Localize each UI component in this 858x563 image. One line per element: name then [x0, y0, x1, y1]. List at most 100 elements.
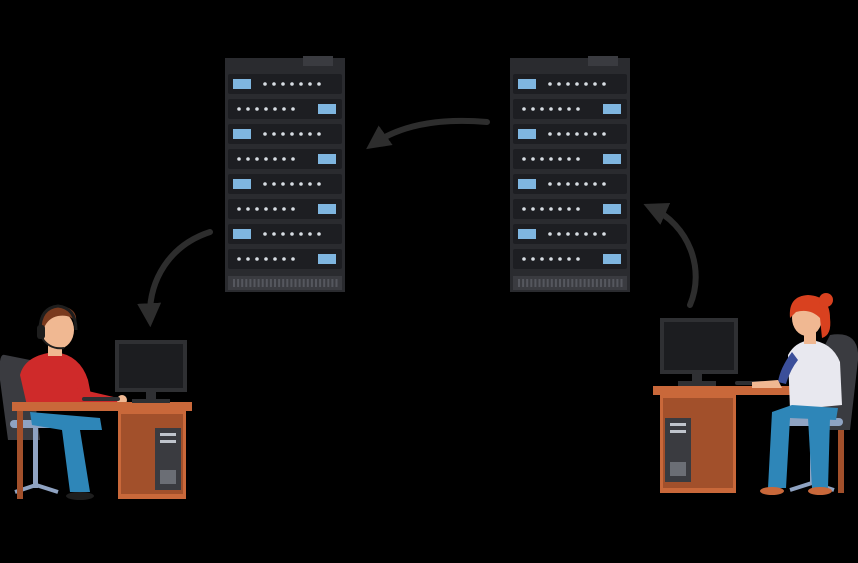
server-rack-left [225, 56, 345, 292]
vent-slot [612, 279, 615, 287]
man-desk [12, 402, 192, 499]
unit-led [317, 132, 321, 136]
unit-led [272, 182, 276, 186]
unit-led [522, 107, 526, 111]
unit-led [237, 207, 241, 211]
unit-display [518, 129, 536, 139]
rack-vent [513, 276, 627, 290]
rack-vent [228, 276, 342, 290]
vent-slot [278, 279, 281, 287]
unit-led [246, 257, 250, 261]
unit-led [549, 257, 553, 261]
unit-led [548, 82, 552, 86]
vent-slot [563, 279, 566, 287]
unit-led [602, 182, 606, 186]
unit-led [557, 182, 561, 186]
unit-led [549, 107, 553, 111]
unit-led [299, 82, 303, 86]
unit-led [264, 157, 268, 161]
unit-led [576, 257, 580, 261]
vent-slot [595, 279, 598, 287]
vent-slot [335, 279, 338, 287]
unit-led [273, 207, 277, 211]
vent-slot [526, 279, 529, 287]
unit-led [575, 182, 579, 186]
unit-led [557, 82, 561, 86]
unit-led [567, 157, 571, 161]
vent-slot [290, 279, 293, 287]
unit-led [264, 107, 268, 111]
unit-led [273, 157, 277, 161]
vent-slot [579, 279, 582, 287]
vent-slot [306, 279, 309, 287]
unit-led [255, 107, 259, 111]
unit-led [290, 82, 294, 86]
vent-slot [319, 279, 322, 287]
unit-led [281, 132, 285, 136]
unit-led [567, 107, 571, 111]
server-unit [228, 224, 342, 244]
unit-led [255, 207, 259, 211]
unit-led [531, 157, 535, 161]
unit-led [548, 132, 552, 136]
unit-led [566, 82, 570, 86]
unit-display [518, 179, 536, 189]
unit-led [272, 232, 276, 236]
server-unit [513, 124, 627, 144]
unit-led [290, 132, 294, 136]
unit-display [603, 104, 621, 114]
unit-led [584, 82, 588, 86]
server-unit [513, 224, 627, 244]
arrow-woman-to-right-server [643, 202, 699, 308]
unit-led [281, 232, 285, 236]
unit-led [264, 207, 268, 211]
unit-led [575, 132, 579, 136]
unit-led [299, 182, 303, 186]
unit-led [593, 82, 597, 86]
vent-slot [567, 279, 570, 287]
vent-slot [282, 279, 285, 287]
vent-slot [550, 279, 553, 287]
vent-slot [241, 279, 244, 287]
unit-led [548, 232, 552, 236]
unit-display [233, 179, 251, 189]
unit-led [557, 232, 561, 236]
vent-slot [559, 279, 561, 287]
unit-led [522, 157, 526, 161]
unit-led [549, 207, 553, 211]
unit-led [282, 157, 286, 161]
rack-top-cap [303, 56, 333, 66]
unit-led [263, 132, 267, 136]
vent-slot [604, 279, 607, 287]
unit-led [291, 207, 295, 211]
woman-desk [653, 386, 850, 493]
unit-led [291, 157, 295, 161]
vent-slot [530, 279, 533, 287]
unit-led [576, 207, 580, 211]
vent-slot [294, 279, 297, 287]
unit-led [290, 232, 294, 236]
rack-top-cap [588, 56, 618, 66]
unit-display [318, 104, 336, 114]
vent-slot [237, 279, 240, 287]
vent-slot [302, 279, 305, 287]
unit-led [246, 107, 250, 111]
server-unit [513, 174, 627, 194]
unit-led [290, 182, 294, 186]
unit-led [282, 107, 286, 111]
unit-led [246, 157, 250, 161]
unit-led [593, 182, 597, 186]
man-monitor [82, 340, 187, 403]
unit-led [584, 132, 588, 136]
vent-slot [522, 279, 525, 287]
unit-led [255, 257, 259, 261]
unit-led [264, 257, 268, 261]
unit-display [603, 154, 621, 164]
unit-led [540, 207, 544, 211]
unit-led [263, 82, 267, 86]
vent-slot [600, 279, 602, 287]
vent-slot [518, 279, 520, 287]
vent-slot [269, 279, 272, 287]
unit-led [584, 232, 588, 236]
